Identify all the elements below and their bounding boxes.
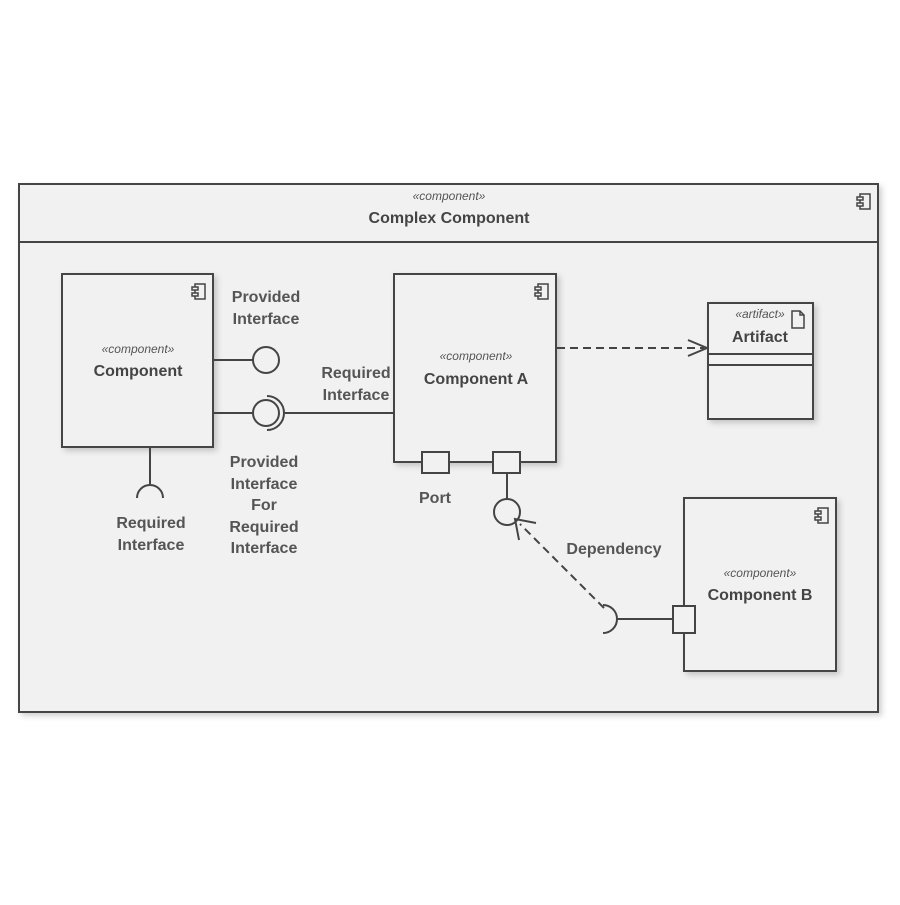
artifact-box[interactable]: «artifact» Artifact: [707, 302, 814, 420]
port-left[interactable]: [421, 451, 450, 474]
port-right[interactable]: [492, 451, 521, 474]
provided-interface-label-2: Interface: [233, 311, 300, 328]
component-box[interactable]: «component» Component: [61, 273, 214, 448]
dependency-arrow[interactable]: [513, 517, 605, 609]
component-name: Component: [94, 363, 184, 380]
component-a-stereotype: «component»: [440, 349, 513, 363]
component-stereotype: «component»: [102, 342, 175, 356]
provided-interface[interactable]: [213, 346, 280, 374]
document-icon: [791, 310, 805, 329]
required-interface-socket[interactable]: [136, 447, 164, 499]
component-b-stereotype: «component»: [724, 566, 797, 580]
required-interface-bottom-label-2: Interface: [118, 537, 185, 554]
required-interface-mid-label-2: Interface: [323, 387, 390, 404]
complex-component-stereotype: «component»: [413, 189, 486, 203]
required-interface-mid-label-1: Required: [321, 365, 390, 382]
provided-interface-label-1: Provided: [232, 289, 300, 306]
artifact-stereotype: «artifact»: [735, 307, 785, 321]
component-a-name: Component A: [424, 371, 529, 388]
artifact-name: Artifact: [732, 329, 789, 346]
component-b-required-interface[interactable]: [602, 604, 673, 634]
dependency-label: Dependency: [566, 541, 661, 558]
required-interface-bottom-label-1: Required: [116, 515, 185, 532]
provided-for-required-label-5: Interface: [231, 540, 298, 557]
provided-for-required-label-2: Interface: [231, 476, 298, 493]
provided-for-required-label-3: For: [251, 497, 277, 514]
port-label: Port: [419, 490, 452, 507]
component-b-port[interactable]: [672, 605, 696, 634]
provided-for-required-label-4: Required: [229, 519, 298, 536]
port-provided-interface[interactable]: [493, 473, 521, 526]
component-b-box[interactable]: «component» Component B: [683, 497, 837, 672]
component-a-box[interactable]: «component» Component A: [393, 273, 557, 463]
provided-for-required-label-1: Provided: [230, 454, 298, 471]
ball-and-socket-connector[interactable]: [213, 395, 394, 431]
component-b-name: Component B: [708, 587, 813, 604]
complex-component-title: Complex Component: [369, 210, 531, 227]
